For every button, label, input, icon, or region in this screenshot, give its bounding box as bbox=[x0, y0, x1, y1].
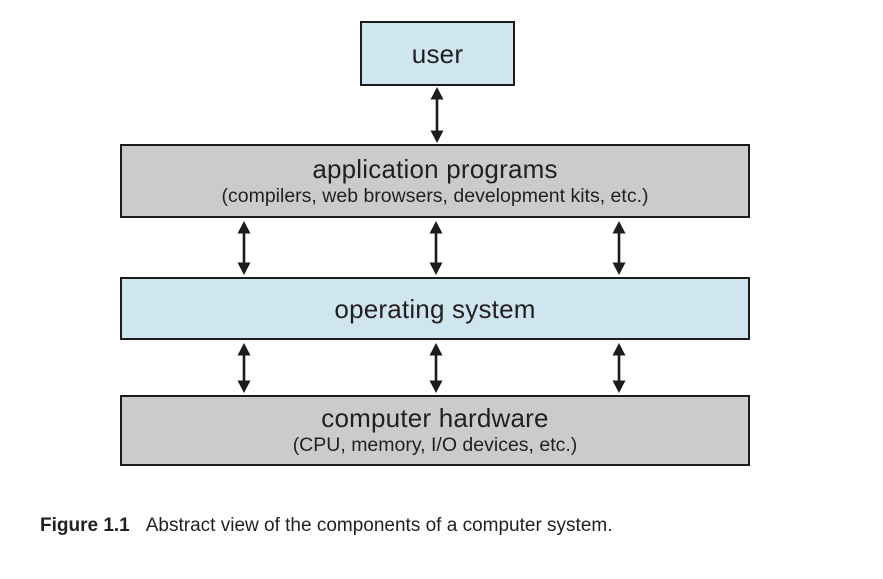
double-arrow-icon bbox=[612, 221, 626, 275]
box-computer-hardware-sublabel: (CPU, memory, I/O devices, etc.) bbox=[292, 434, 578, 456]
double-arrow-icon bbox=[237, 221, 251, 275]
figure-caption: Figure 1.1 Abstract view of the component… bbox=[40, 513, 613, 539]
box-computer-hardware: computer hardware (CPU, memory, I/O devi… bbox=[120, 395, 750, 466]
box-user: user bbox=[360, 21, 515, 86]
double-arrow-icon bbox=[430, 87, 444, 143]
double-arrow-icon bbox=[429, 221, 443, 275]
double-arrow-icon bbox=[429, 343, 443, 393]
box-application-programs-sublabel: (compilers, web browsers, development ki… bbox=[221, 184, 649, 207]
box-operating-system: operating system bbox=[120, 277, 750, 340]
box-operating-system-label: operating system bbox=[334, 293, 536, 324]
box-application-programs-label: application programs bbox=[312, 153, 558, 184]
figure-caption-text: Abstract view of the components of a com… bbox=[145, 515, 613, 536]
box-computer-hardware-label: computer hardware bbox=[321, 403, 549, 433]
double-arrow-icon bbox=[237, 343, 251, 393]
box-user-label: user bbox=[411, 38, 464, 69]
box-application-programs: application programs (compilers, web bro… bbox=[120, 144, 750, 218]
figure-caption-label: Figure 1.1 bbox=[40, 515, 130, 536]
double-arrow-icon bbox=[612, 343, 626, 393]
